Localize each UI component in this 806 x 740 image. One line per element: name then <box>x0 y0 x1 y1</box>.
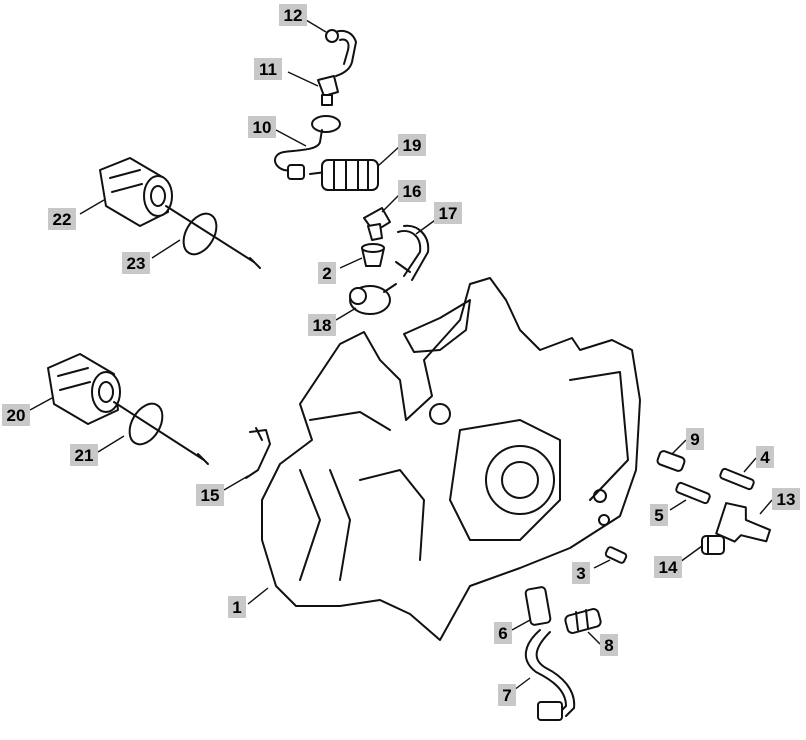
leader-lines <box>29 19 773 691</box>
callout-8: 8 <box>600 634 618 656</box>
callout-label-20: 20 <box>7 406 26 425</box>
callout-box-17 <box>434 202 462 224</box>
callout-box-3 <box>572 562 590 584</box>
part-18-valve <box>349 283 397 315</box>
part-22-pulley-assembly <box>99 157 173 227</box>
part-23-cable-ring <box>165 205 261 269</box>
callout-box-9 <box>686 428 704 450</box>
part-16-elbow <box>363 207 391 241</box>
callout-box-4 <box>756 446 774 468</box>
callout-box-12 <box>279 4 307 26</box>
callout-box-16 <box>398 180 426 202</box>
callout-2: 2 <box>318 262 336 284</box>
callout-label-21: 21 <box>75 446 94 465</box>
callout-23: 23 <box>122 252 150 274</box>
callout-box-13 <box>772 488 800 510</box>
part-7-oil-hose <box>525 629 576 721</box>
callout-9: 9 <box>686 428 704 450</box>
part-20-pulley-assembly <box>47 353 121 425</box>
callout-17: 17 <box>434 202 462 224</box>
part-15-clip <box>245 427 271 479</box>
part-4-stud <box>719 467 755 491</box>
callout-11: 11 <box>254 58 282 80</box>
callout-12: 12 <box>279 4 307 26</box>
callout-box-2 <box>318 262 336 284</box>
callout-box-20 <box>2 404 30 426</box>
part-14-screw <box>701 535 725 555</box>
part-3-pin <box>604 546 628 564</box>
callout-label-17: 17 <box>439 204 458 223</box>
callout-6: 6 <box>494 622 512 644</box>
callout-box-23 <box>122 252 150 274</box>
callout-14: 14 <box>654 556 682 578</box>
callout-box-11 <box>254 58 282 80</box>
callout-label-15: 15 <box>201 486 220 505</box>
part-12-fuel-hose <box>325 29 357 77</box>
callout-7: 7 <box>498 684 516 706</box>
callout-label-7: 7 <box>502 686 511 705</box>
callout-3: 3 <box>572 562 590 584</box>
callout-box-10 <box>248 116 276 138</box>
callout-box-18 <box>308 314 336 336</box>
callout-label-18: 18 <box>313 316 332 335</box>
callout-20: 20 <box>2 404 30 426</box>
callout-box-21 <box>70 444 98 466</box>
callout-box-19 <box>398 134 426 156</box>
callout-box-1 <box>228 596 246 618</box>
callout-box-15 <box>196 484 224 506</box>
callout-label-9: 9 <box>690 430 699 449</box>
part-21-cable-ring <box>113 401 209 465</box>
callout-18: 18 <box>308 314 336 336</box>
callout-label-23: 23 <box>127 254 146 273</box>
part-5-stud <box>675 481 711 505</box>
callout-19: 19 <box>398 134 426 156</box>
part-19-fuel-filter <box>309 159 379 191</box>
callout-box-14 <box>654 556 682 578</box>
callout-15: 15 <box>196 484 224 506</box>
callout-label-4: 4 <box>760 448 770 467</box>
callout-box-22 <box>48 208 76 230</box>
part-1-crankcase-housing <box>261 277 641 641</box>
callout-16: 16 <box>398 180 426 202</box>
part-6-fitting <box>524 586 552 626</box>
callout-label-3: 3 <box>576 564 585 583</box>
part-9-sleeve <box>656 450 686 472</box>
part-10-pickup-line <box>274 115 341 180</box>
callout-box-5 <box>650 504 668 526</box>
callout-label-2: 2 <box>322 264 331 283</box>
callout-label-10: 10 <box>253 118 272 137</box>
callout-10: 10 <box>248 116 276 138</box>
callout-label-1: 1 <box>232 598 241 617</box>
callout-5: 5 <box>650 504 668 526</box>
callout-label-13: 13 <box>777 490 796 509</box>
callout-box-7 <box>498 684 516 706</box>
callout-21: 21 <box>70 444 98 466</box>
callout-label-8: 8 <box>604 636 613 655</box>
callout-box-8 <box>600 634 618 656</box>
callout-label-5: 5 <box>654 506 663 525</box>
callout-label-6: 6 <box>498 624 507 643</box>
callout-4: 4 <box>756 446 774 468</box>
callout-label-16: 16 <box>403 182 422 201</box>
callout-label-14: 14 <box>659 558 678 577</box>
part-11-connector <box>317 75 339 106</box>
callout-1: 1 <box>228 596 246 618</box>
part-2-grommet <box>361 243 385 267</box>
callout-label-19: 19 <box>403 136 422 155</box>
callout-label-11: 11 <box>259 60 277 79</box>
callout-box-6 <box>494 622 512 644</box>
callout-label-22: 22 <box>53 210 72 229</box>
callout-label-12: 12 <box>284 6 303 25</box>
part-17-hose <box>395 224 430 281</box>
callout-22: 22 <box>48 208 76 230</box>
part-8-filter <box>564 608 602 634</box>
callout-13: 13 <box>772 488 800 510</box>
